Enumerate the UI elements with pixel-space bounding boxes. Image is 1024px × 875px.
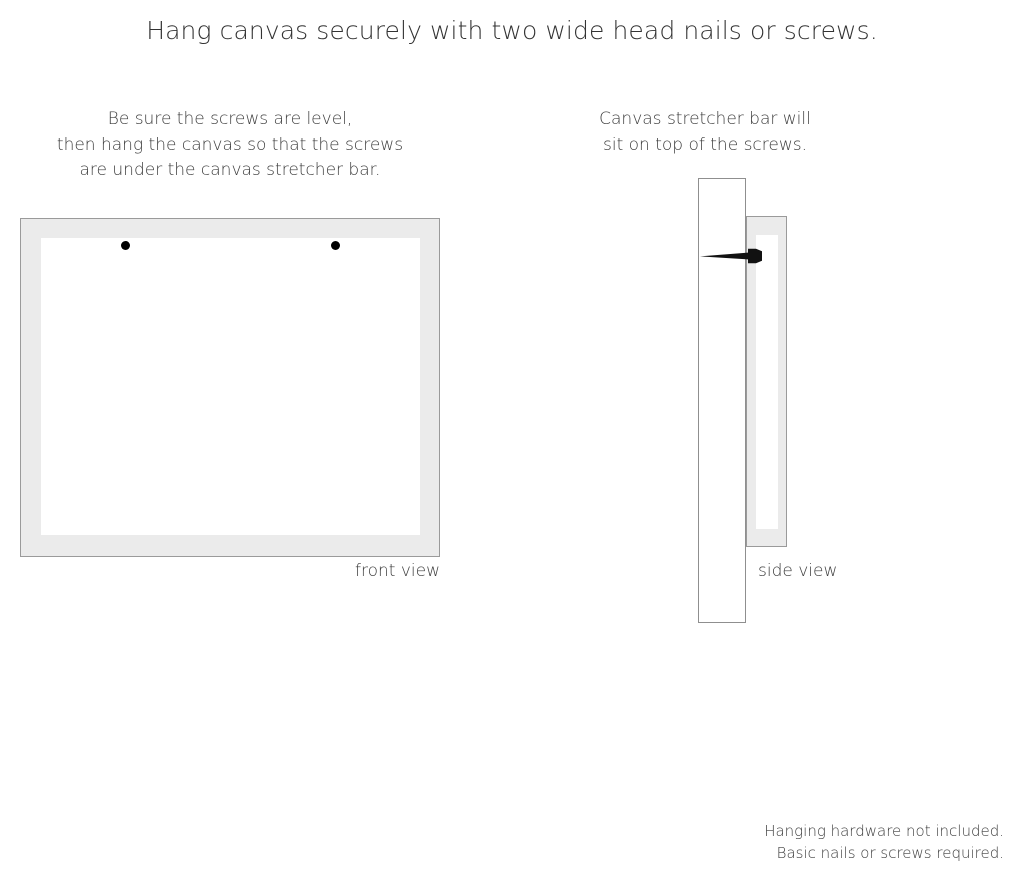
front-view-caption-line-3: are under the canvas stretcher bar. [79, 160, 381, 180]
disclaimer-line-1: Hanging hardware not included. [764, 822, 1004, 840]
front-view-label: front view [355, 561, 440, 581]
side-view-caption-line-2: sit on top of the screws. [602, 134, 808, 155]
wall-profile [698, 178, 746, 623]
side-view-caption-line-1: Canvas stretcher bar will [599, 109, 811, 129]
side-view-label: side view [758, 561, 838, 581]
disclaimer: Hanging hardware not included. Basic nai… [704, 820, 1004, 864]
screw-head-right-icon [331, 241, 340, 250]
canvas-face-front [41, 238, 420, 535]
front-view-caption-line-2: then hang the canvas so that the screws [56, 134, 404, 155]
disclaimer-line-2: Basic nails or screws required. [776, 844, 1004, 862]
instruction-headline: Hang canvas securely with two wide head … [146, 16, 878, 45]
side-view-caption: Canvas stretcher bar will sit on top of … [560, 107, 850, 158]
side-view-diagram [698, 178, 818, 624]
screw-profile-icon [700, 248, 764, 264]
front-view-diagram [20, 218, 440, 557]
canvas-depth-cavity-side [756, 235, 778, 529]
front-view-caption: Be sure the screws are level, then hang … [20, 107, 440, 184]
front-view-caption-line-1: Be sure the screws are level, [107, 109, 353, 129]
screw-head-left-icon [121, 241, 130, 250]
